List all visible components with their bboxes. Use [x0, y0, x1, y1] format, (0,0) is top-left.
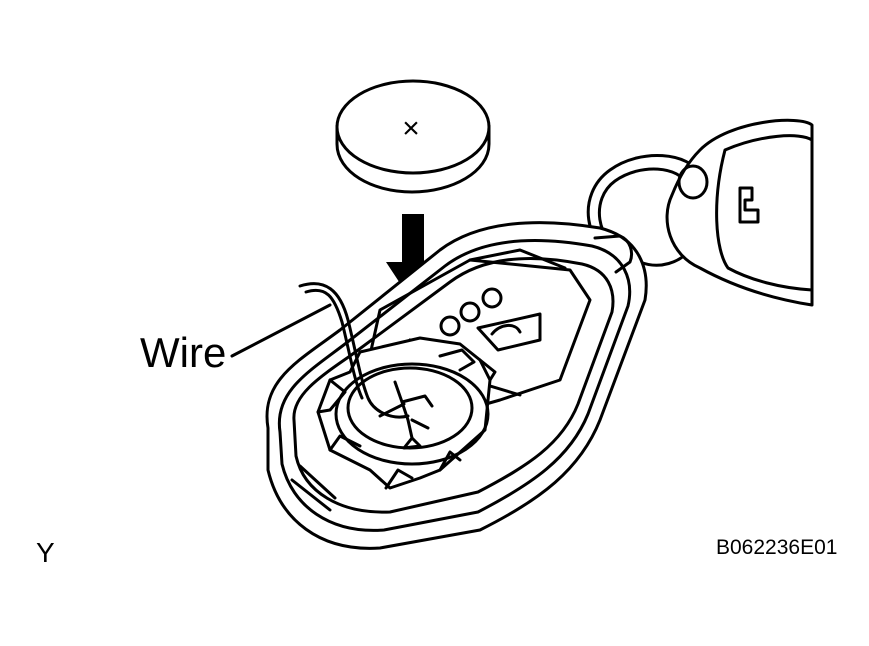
board-contacts — [439, 287, 542, 352]
coin-battery: × — [335, 79, 491, 194]
wire-label: Wire — [140, 329, 227, 376]
wire-leader-line — [230, 303, 332, 358]
second-key-fob — [665, 118, 814, 307]
wire-tool — [298, 282, 410, 419]
battery-mark: × — [402, 112, 420, 145]
figure-code: B062236E01 — [716, 536, 838, 559]
view-label: Y — [36, 537, 55, 568]
